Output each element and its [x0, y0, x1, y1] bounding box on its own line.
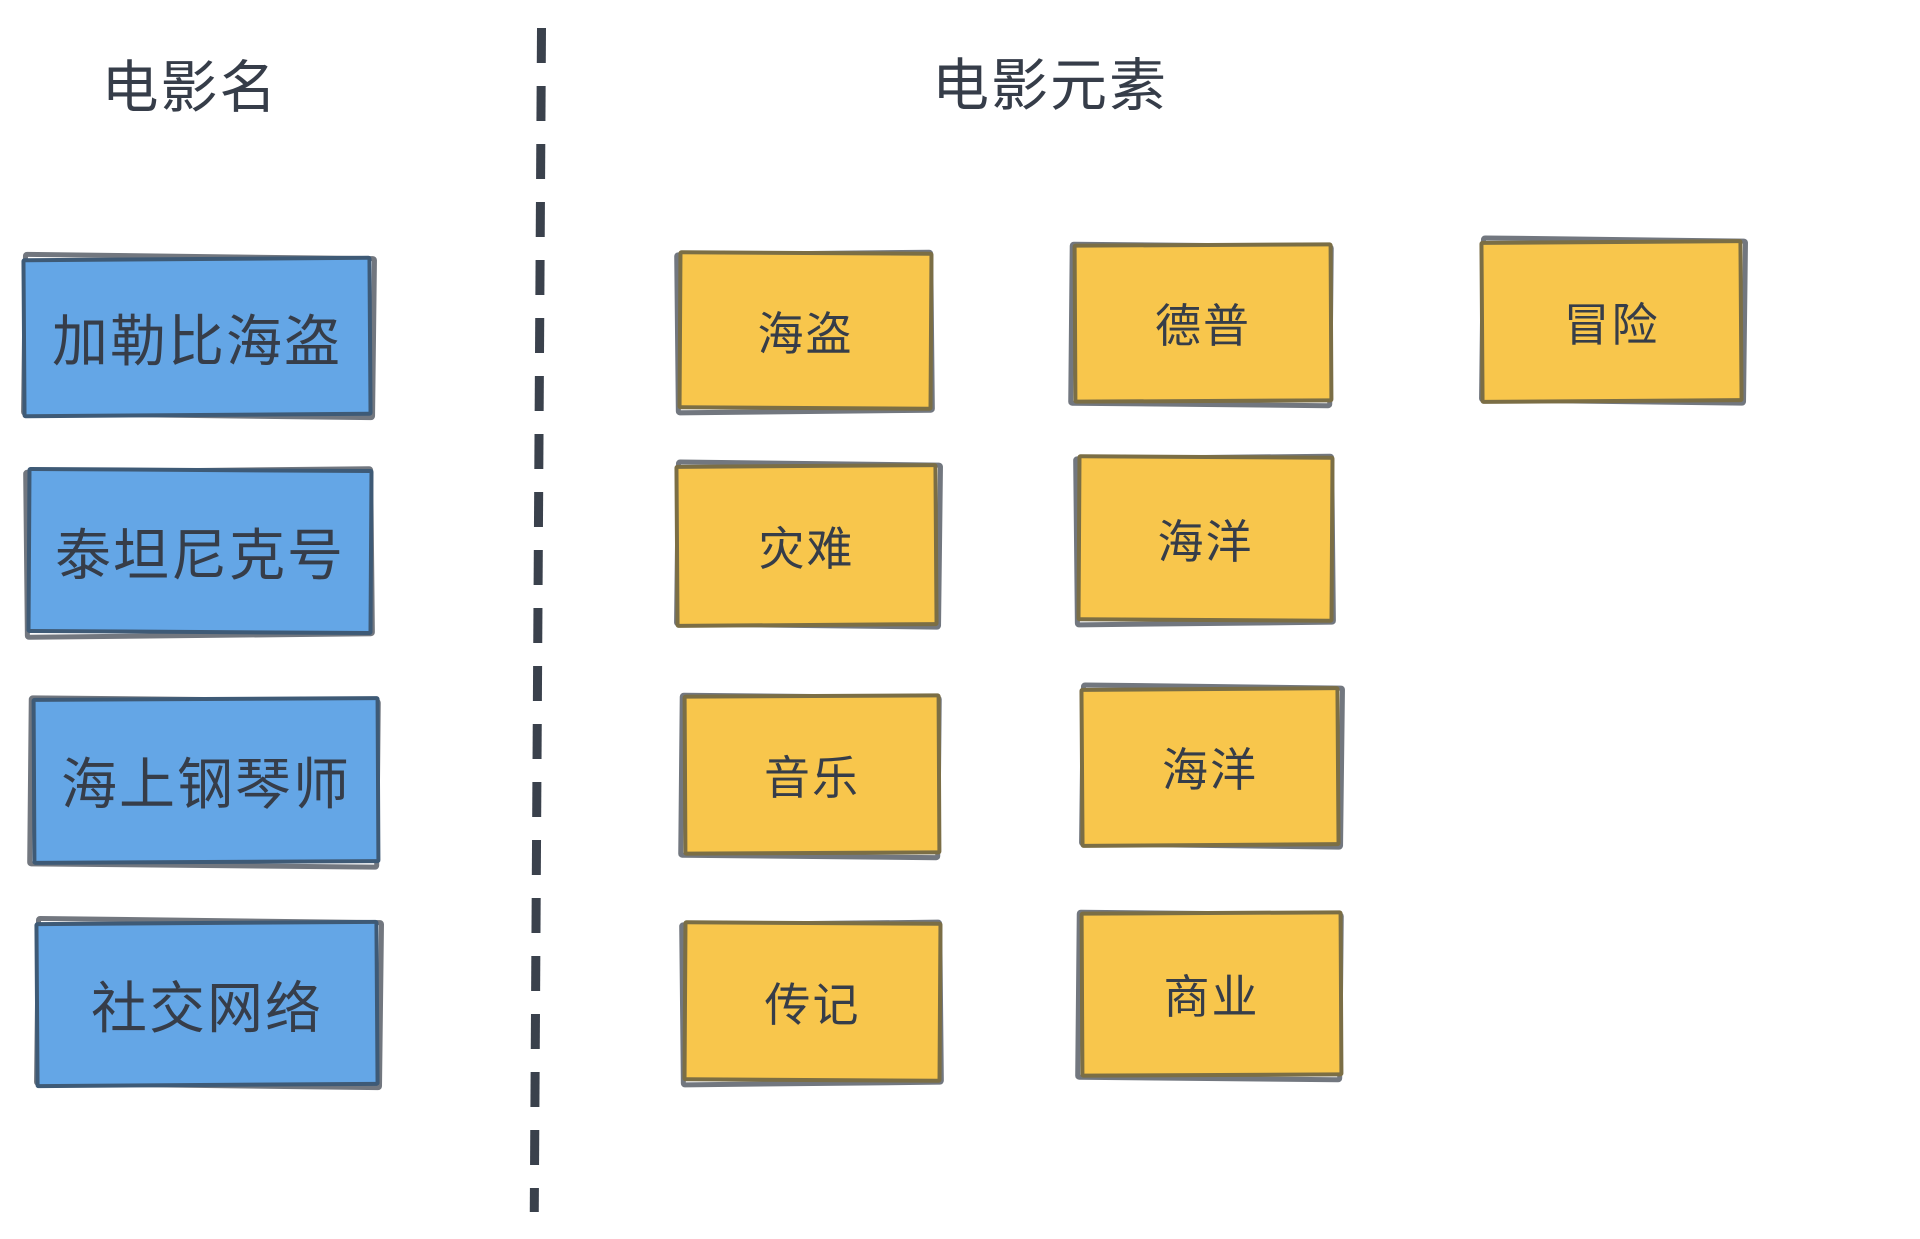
element-box-label: 德普 — [1155, 300, 1251, 352]
element-box-label: 商业 — [1163, 971, 1260, 1023]
element-box-label: 海洋 — [1157, 515, 1254, 568]
movie-box-label: 加勒比海盗 — [52, 309, 342, 373]
movie-box-label: 社交网络 — [91, 976, 323, 1040]
element-box-pirate[interactable]: 海盗 — [674, 249, 935, 416]
right-section-title: 电影元素 — [932, 54, 1168, 118]
movie-box-social-network[interactable]: 社交网络 — [33, 915, 385, 1091]
movie-box-pirates[interactable]: 加勒比海盗 — [21, 251, 378, 421]
left-section-title: 电影名 — [101, 56, 279, 120]
element-box-adventure[interactable]: 冒险 — [1479, 235, 1749, 406]
element-box-label: 灾难 — [758, 522, 855, 575]
element-box-label: 海盗 — [757, 307, 854, 360]
element-box-label: 冒险 — [1563, 298, 1660, 351]
element-box-business[interactable]: 商业 — [1075, 909, 1344, 1083]
element-box-disaster[interactable]: 灾难 — [674, 459, 944, 630]
element-box-ocean-2[interactable]: 海洋 — [1079, 682, 1346, 850]
element-box-label: 传记 — [764, 978, 861, 1031]
movie-box-label: 海上钢琴师 — [61, 753, 351, 816]
element-box-depp[interactable]: 德普 — [1068, 241, 1334, 409]
movie-box-titanic[interactable]: 泰坦尼克号 — [23, 466, 375, 640]
movie-box-pianist[interactable]: 海上钢琴师 — [27, 695, 381, 870]
element-box-ocean-1[interactable]: 海洋 — [1073, 453, 1336, 628]
dashed-divider-line — [529, 27, 546, 1213]
element-box-label: 音乐 — [764, 751, 860, 804]
element-box-biography[interactable]: 传记 — [679, 919, 944, 1088]
element-box-music[interactable]: 音乐 — [678, 692, 942, 861]
element-box-label: 海洋 — [1162, 744, 1258, 796]
movie-box-label: 泰坦尼克号 — [55, 523, 345, 587]
